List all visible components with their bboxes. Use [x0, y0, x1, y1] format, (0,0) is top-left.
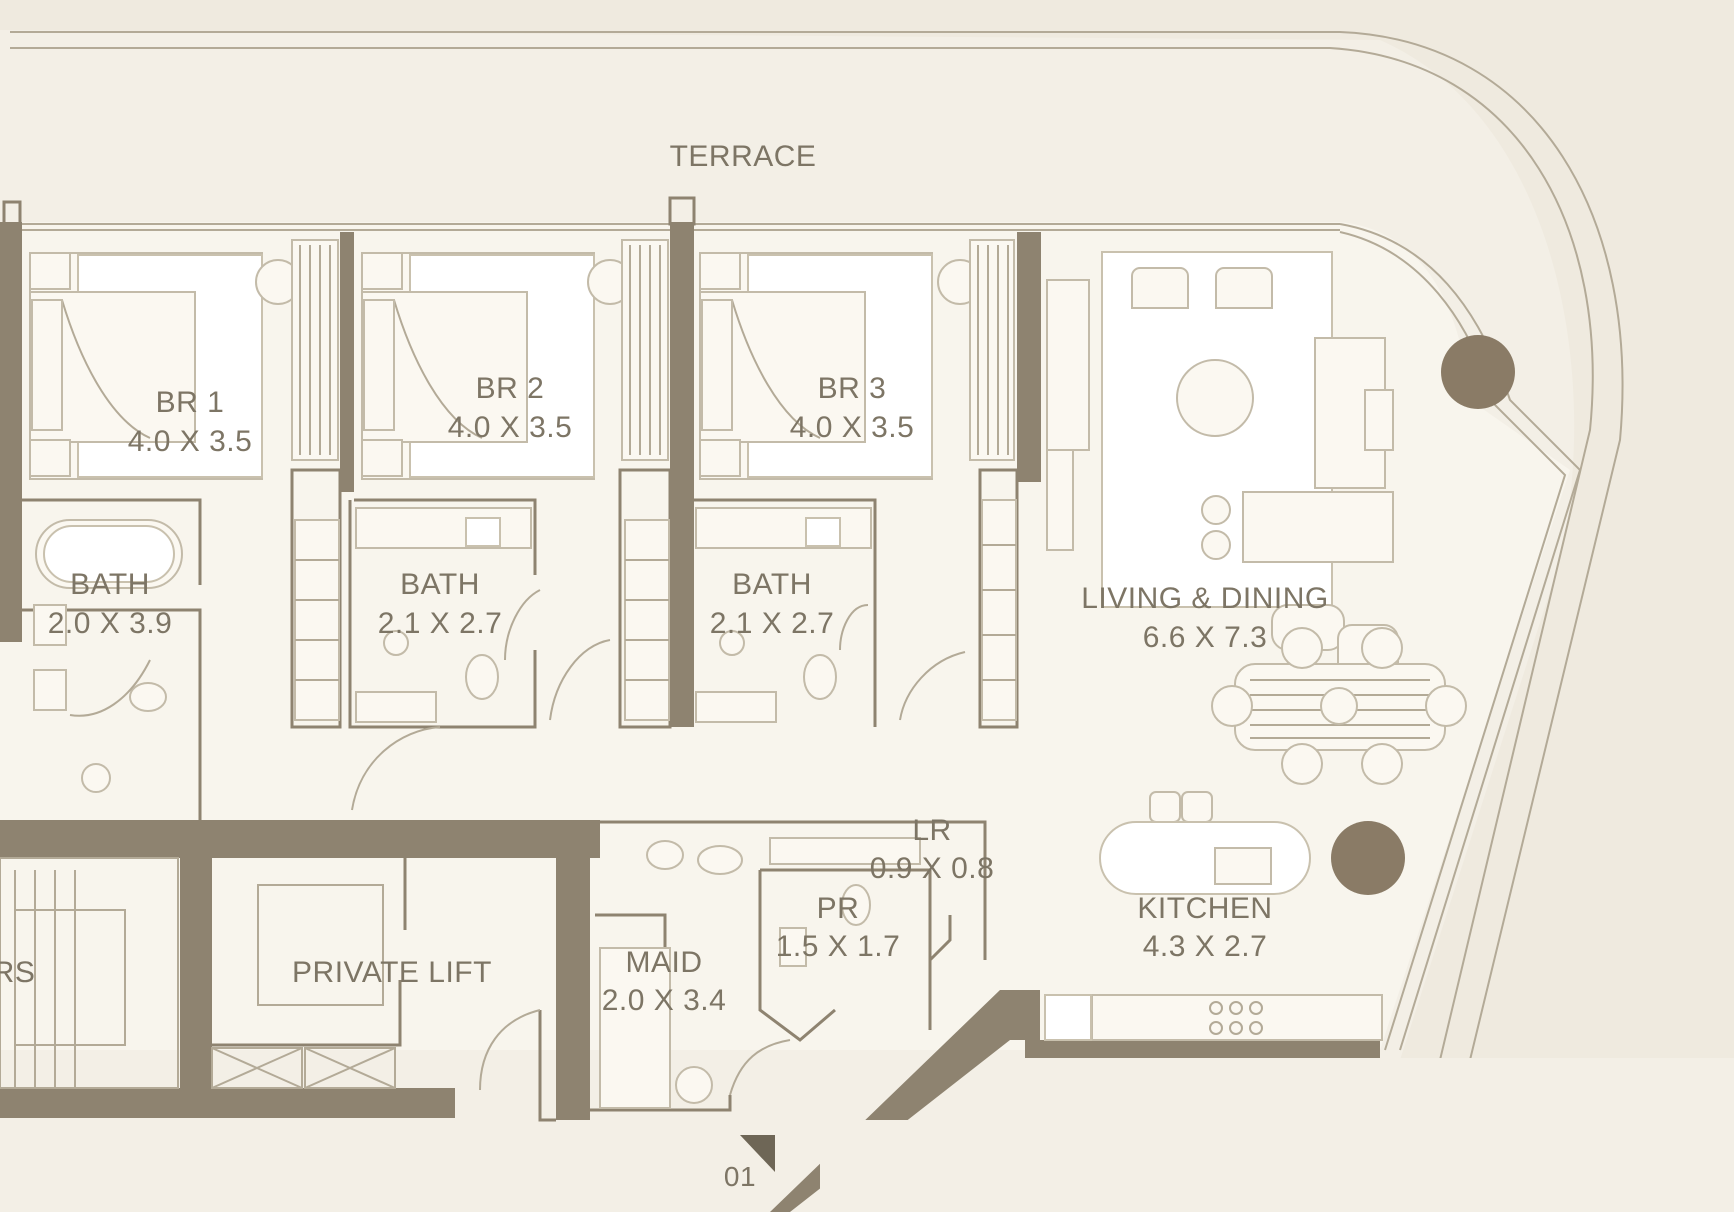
entry-arrow-icon: [740, 1135, 775, 1172]
br3-label: BR 3: [818, 372, 887, 405]
br3-size: 4.0 X 3.5: [790, 411, 915, 444]
entry-marker: 01: [724, 1161, 756, 1192]
partitions: [22, 468, 1019, 1122]
door-swings: [69, 589, 966, 1096]
living-size: 6.6 X 7.3: [1143, 621, 1268, 654]
br2-furniture: [361, 239, 669, 480]
pr-size: 1.5 X 1.7: [776, 930, 901, 963]
lift-and-stairs: [0, 857, 396, 1089]
bath-fixtures: [33, 507, 921, 1109]
br1-furniture: [29, 239, 339, 480]
bath1-size: 2.0 X 3.9: [48, 607, 173, 640]
wall: [1025, 1040, 1380, 1058]
wall: [0, 222, 22, 642]
maid-label: MAID: [626, 946, 703, 979]
lr-size: 0.9 X 0.8: [870, 852, 995, 885]
wardrobe-dividers: [295, 544, 1016, 681]
wall: [670, 222, 694, 727]
round-column: [1441, 335, 1515, 409]
bath2-label: BATH: [400, 568, 480, 601]
terrace-slab: [0, 0, 1734, 1060]
bottom-margin: [1040, 1058, 1734, 1212]
br3-furniture: [699, 239, 1090, 551]
bath3-size: 2.1 X 2.7: [710, 607, 835, 640]
lr-label: LR: [912, 814, 951, 847]
wall: [0, 820, 600, 858]
private-lift-label: PRIVATE LIFT: [292, 956, 492, 989]
br1-size: 4.0 X 3.5: [128, 425, 253, 458]
kitchen-furniture: [1044, 791, 1383, 1041]
bottom-margin: [820, 1120, 1040, 1212]
bath1-label: BATH: [70, 568, 150, 601]
wall: [1017, 232, 1041, 482]
br2-size: 4.0 X 3.5: [448, 411, 573, 444]
maid-size: 2.0 X 3.4: [602, 984, 727, 1017]
kitchen-label: KITCHEN: [1137, 892, 1272, 925]
living-furniture: [1101, 251, 1467, 785]
pr-label: PR: [817, 892, 860, 925]
br1-label: BR 1: [156, 386, 225, 419]
round-column: [1331, 821, 1405, 895]
terrace-edge: [10, 31, 1624, 1061]
terrace-label: TERRACE: [670, 140, 817, 173]
wall: [0, 1088, 455, 1118]
wall: [180, 858, 212, 1098]
bath3-label: BATH: [732, 568, 812, 601]
terrace-edge-inner: [10, 47, 1594, 1061]
living-label: LIVING & DINING: [1081, 582, 1329, 615]
stairs-label: RS: [0, 956, 35, 989]
br2-label: BR 2: [476, 372, 545, 405]
wall: [340, 232, 354, 492]
bath2-size: 2.1 X 2.7: [378, 607, 503, 640]
kitchen-size: 4.3 X 2.7: [1143, 930, 1268, 963]
wardrobes: [294, 499, 1017, 721]
wall: [556, 820, 590, 1120]
